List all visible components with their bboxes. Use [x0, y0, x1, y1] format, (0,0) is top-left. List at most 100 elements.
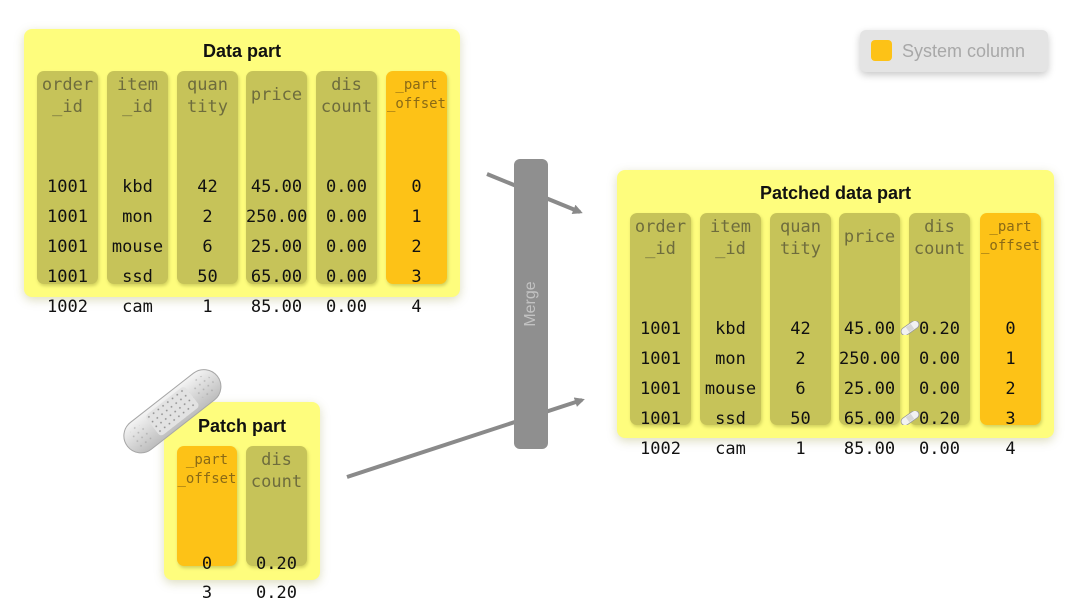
- table-cell: 1001: [47, 177, 88, 197]
- table-cell: 3: [201, 583, 213, 603]
- column-header-line: _id: [715, 239, 746, 259]
- table-cell: 1002: [640, 439, 681, 459]
- table-cell: mouse: [111, 237, 164, 257]
- data-part-title: Data part: [202, 41, 282, 61]
- table-cell: 1: [795, 439, 806, 459]
- table-cell: 4: [1005, 439, 1016, 459]
- column-header-line: _part: [395, 77, 438, 93]
- table-cell: 0.00: [919, 439, 960, 459]
- column-header-line: _offset: [386, 96, 446, 112]
- column-header-line: _offset: [177, 471, 237, 487]
- table-cell: 0.20: [900, 314, 970, 344]
- patch-part-title: Patch part: [197, 416, 287, 436]
- table-cell: 0.00: [919, 379, 960, 399]
- table-cell: 1001: [47, 207, 88, 227]
- table-cell: 1: [1005, 349, 1016, 369]
- column-header: _part _offset: [386, 76, 447, 114]
- table-cell: 0.20: [900, 404, 970, 434]
- column-header-line: price: [250, 85, 303, 105]
- table-cell: 0.00: [326, 207, 367, 227]
- table-cell: 0: [201, 554, 213, 574]
- table-cell: 6: [202, 237, 213, 257]
- table-cell: 85.00: [843, 439, 896, 459]
- column-header-line: _id: [52, 97, 83, 117]
- column-header: _part _offset: [177, 451, 237, 489]
- legend-label: System column: [902, 41, 1026, 61]
- table-cell: 0.00: [326, 267, 367, 287]
- bandage-mark-icon: [900, 411, 920, 425]
- column-header: _part_offset: [980, 218, 1041, 256]
- patched_part-column-partoffset: _part_offset 0 1 2 3 4: [980, 213, 1041, 459]
- table-cell: 45.00: [843, 319, 896, 339]
- table-cell: 85.00: [250, 297, 303, 317]
- column-header-line: item: [710, 217, 751, 237]
- table-cell: 6: [795, 379, 806, 399]
- table-cell: 25.00: [843, 379, 896, 399]
- column-header-line: _id: [122, 97, 153, 117]
- table-cell: 1001: [47, 237, 88, 257]
- column-header-line: _part: [185, 452, 229, 468]
- system-column-swatch: [871, 40, 892, 61]
- table-cell: 2: [411, 237, 422, 257]
- patched-data-part-title: Patched data part: [759, 183, 912, 203]
- table-cell: 65.00: [843, 409, 896, 429]
- column-header-line: dis: [261, 450, 292, 470]
- table-cell: 3: [1005, 409, 1016, 429]
- table-cell: 65.00: [250, 267, 303, 287]
- table-cell: ssd: [715, 409, 746, 429]
- column-header-line: dis: [924, 217, 955, 237]
- column-header-line: order: [41, 75, 94, 95]
- table-cell: 4: [411, 297, 422, 317]
- column-header-line: price: [843, 227, 896, 247]
- bandage-icon: [123, 369, 222, 454]
- table-cell: 42: [197, 177, 218, 197]
- column-header-line: quan: [780, 217, 821, 237]
- table-cell: 1001: [640, 319, 681, 339]
- table-cell: 0: [1005, 319, 1016, 339]
- table-cell: mouse: [704, 379, 757, 399]
- patch_part-column-partoffset: _part _offset 0 3: [177, 446, 237, 603]
- table-cell: 0.20: [256, 583, 297, 603]
- table-cell: cam: [122, 297, 153, 317]
- column-header-line: count: [320, 97, 373, 117]
- table-cell: 1001: [640, 379, 681, 399]
- table-cell: 25.00: [250, 237, 303, 257]
- table-cell: 50: [790, 409, 811, 429]
- table-cell: cam: [715, 439, 746, 459]
- table-cell: 1002: [47, 297, 88, 317]
- legend: System column: [860, 30, 1048, 72]
- table-cell: 50: [197, 267, 218, 287]
- column-header: price: [246, 84, 307, 106]
- table-cell: 1: [411, 207, 422, 227]
- table-cell: 1: [202, 297, 213, 317]
- patched_part-column-price: price 45.00 250.00 25.00 65.00 85.00: [839, 213, 901, 459]
- column-header-line: order: [634, 217, 687, 237]
- column-header-line: item: [117, 75, 158, 95]
- table-cell: 250.00: [839, 349, 901, 369]
- merge-bar: Merge: [514, 159, 548, 449]
- column-header-line: _id: [645, 239, 676, 259]
- table-cell: 0.00: [326, 297, 367, 317]
- column-header-line: quan: [187, 75, 228, 95]
- column-header-line: count: [250, 472, 303, 492]
- table-cell: 2: [1005, 379, 1016, 399]
- table-cell: 1001: [640, 349, 681, 369]
- table-cell: mon: [122, 207, 153, 227]
- table-cell: 0.20: [256, 554, 297, 574]
